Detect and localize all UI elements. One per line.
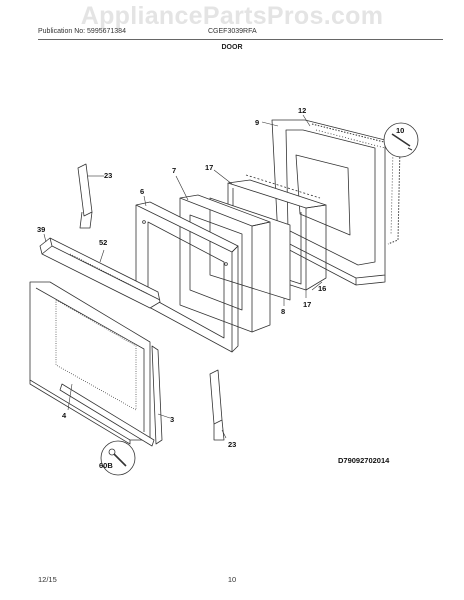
gasket-part — [311, 123, 401, 245]
label-9: 9 — [255, 118, 259, 127]
label-7: 7 — [172, 166, 176, 175]
publication-number: Publication No: 5995671384 — [38, 28, 126, 35]
label-16: 16 — [318, 284, 326, 293]
hinge-part — [209, 369, 225, 441]
label-60b: 60B — [99, 461, 113, 470]
label-52: 52 — [99, 238, 107, 247]
header-rule — [38, 39, 443, 40]
model-number: CGEF3039RFA — [208, 28, 257, 35]
footer-date: 12/15 — [38, 575, 57, 584]
section-title: DOOR — [221, 44, 243, 51]
side-trim-part — [59, 345, 163, 447]
leader-lines — [43, 114, 323, 439]
watermark: AppliancePartsPros.com — [80, 2, 384, 30]
label-10: 10 — [396, 126, 404, 135]
hinge-part — [77, 163, 93, 229]
label-17: 17 — [303, 300, 311, 309]
label-3: 3 — [170, 415, 174, 424]
insulation-panel-part — [179, 194, 271, 333]
outer-door-panel-part — [29, 281, 151, 445]
screw-callout — [100, 440, 136, 476]
label-17: 17 — [205, 163, 213, 172]
page-number: 10 — [227, 575, 237, 584]
diagram-code: D79092702014 — [338, 456, 390, 465]
outer-liner-part — [271, 119, 386, 286]
label-23: 23 — [228, 440, 236, 449]
door-handle-part — [39, 237, 161, 309]
label-4: 4 — [62, 411, 67, 420]
label-12: 12 — [298, 106, 306, 115]
label-39: 39 — [37, 225, 45, 234]
label-6: 6 — [140, 187, 144, 196]
label-8: 8 — [281, 307, 285, 316]
screw-callout — [383, 122, 419, 158]
label-23: 23 — [104, 171, 112, 180]
